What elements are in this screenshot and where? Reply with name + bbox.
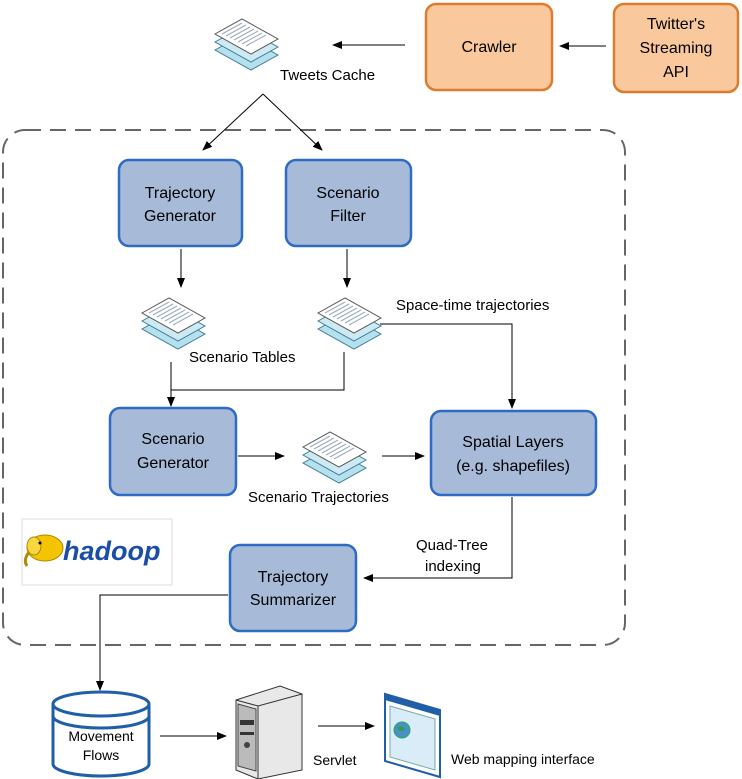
trajectory-generator-line-2: Generator (144, 208, 217, 225)
scenario-filter-node[interactable]: Scenario Filter (284, 158, 413, 248)
trajectories-connector (171, 352, 345, 391)
database-icon (51, 715, 151, 730)
scenario-tables-label: Scenario Tables (189, 349, 295, 366)
spatial-layers-line-1: Spatial Layers (462, 434, 563, 451)
trajectory-generator-node[interactable]: Trajectory Generator (117, 158, 244, 248)
scenario-generator-line-1: Scenario (141, 431, 204, 448)
hadoop-cluster-boundary (2, 129, 626, 646)
trajectory-generator-line-1: Trajectory (145, 185, 216, 202)
movement-flows-line-2: Flows (83, 747, 120, 763)
trajectory-summarizer-line-1: Trajectory (258, 569, 329, 586)
twitter-api-line-2: Streaming (640, 40, 713, 57)
hadoop-logo: hadoop (21, 518, 173, 586)
scenario-tables-icon (141, 297, 206, 350)
trajectory-summarizer-node[interactable]: Trajectory Summarizer (228, 543, 358, 633)
tweets-cache-icon (214, 18, 279, 71)
scenario-trajectories-icon (302, 431, 367, 484)
trajectory-summarizer-line-2: Summarizer (250, 592, 337, 609)
spatial-layers-line-2: (e.g. shapefiles) (456, 458, 570, 475)
scenario-filter-line-2: Filter (330, 208, 366, 225)
scenario-filter-line-1: Scenario (316, 185, 379, 202)
spatial-layers-node[interactable]: Spatial Layers (e.g. shapefiles) (429, 409, 598, 497)
twitter-streaming-api-node[interactable]: Twitter's Streaming API (612, 2, 740, 94)
arrow-spatial-to-summarizer (363, 497, 513, 582)
scenario-trajectories-label: Scenario Trajectories (248, 489, 389, 506)
arrow-summarizer-to-flows (96, 594, 228, 691)
crawler-label: Crawler (461, 39, 517, 56)
arrow-cache-to-trajectory-generator (202, 93, 264, 151)
movement-flows-database[interactable]: Movement Flows (51, 690, 151, 778)
quad-tree-line-1: Quad-Tree (416, 537, 488, 554)
scenario-generator-node[interactable]: Scenario Generator (108, 406, 238, 497)
arrow-cache-to-scenario-filter (262, 93, 323, 151)
movement-flows-line-1: Movement (68, 728, 133, 744)
hadoop-wordmark: hadoop (63, 536, 160, 566)
space-time-trajectories-icon (317, 297, 382, 350)
servlet-label: Servlet (313, 752, 357, 768)
twitter-api-line-1: Twitter's (647, 16, 705, 33)
space-time-trajectories-label: Space-time trajectories (396, 297, 549, 314)
quad-tree-line-2: indexing (425, 558, 481, 575)
arrow-trajectories-to-spatial-layers (380, 323, 516, 409)
web-mapping-interface-label: Web mapping interface (451, 751, 595, 767)
web-browser-icon[interactable] (384, 692, 441, 779)
scenario-generator-line-2: Generator (137, 455, 210, 472)
twitter-api-line-3: API (663, 64, 689, 81)
crawler-node[interactable]: Crawler (424, 2, 554, 92)
server-icon (235, 685, 303, 779)
tweets-cache-label: Tweets Cache (280, 67, 375, 84)
